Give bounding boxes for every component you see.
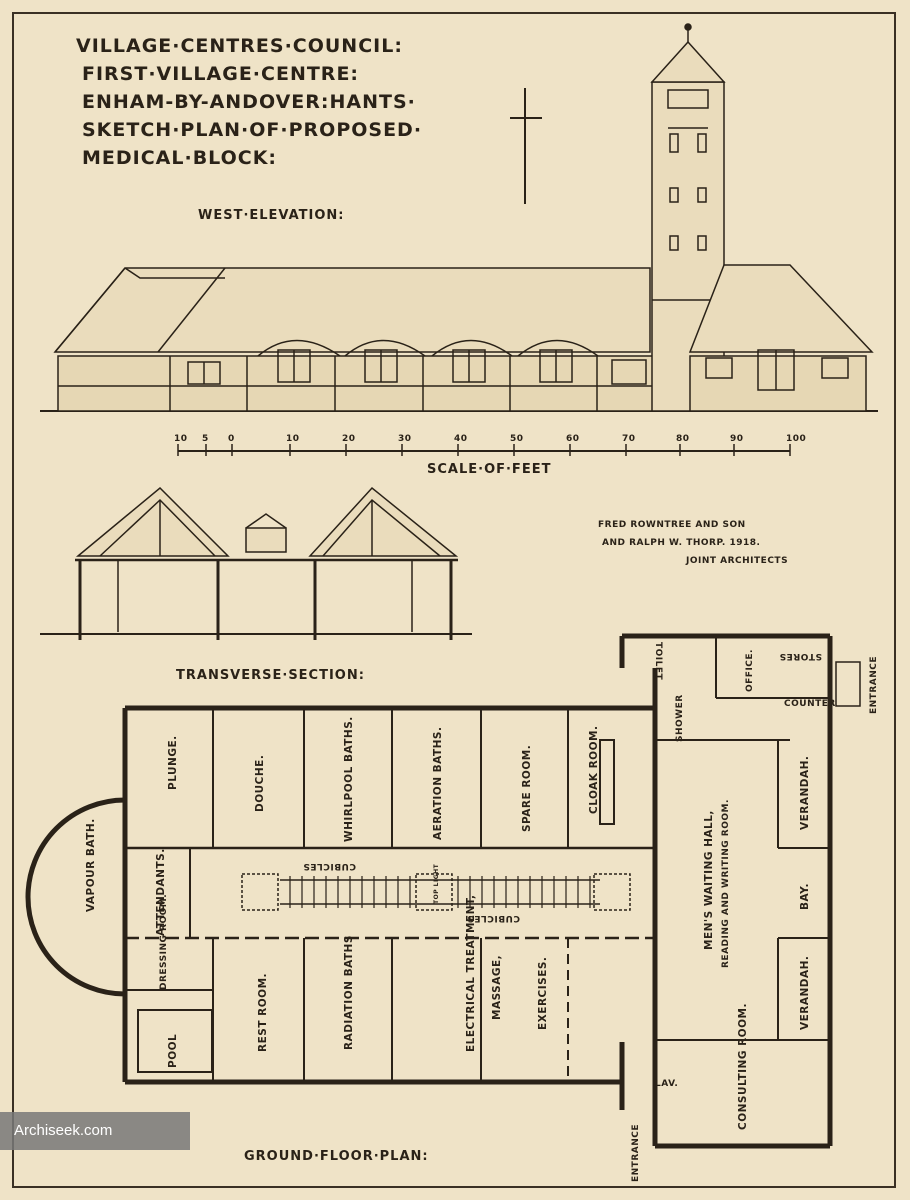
sheet-border: [12, 12, 896, 1188]
room-mens-waiting-hall: MEN'S WAITING HALL,: [703, 810, 715, 950]
room-douche: DOUCHE.: [254, 755, 266, 812]
architects-line-3: JOINT ARCHITECTS: [685, 556, 788, 566]
cubicles-top-label: CUBICLES: [303, 861, 356, 871]
room-stores: STORES: [779, 651, 822, 661]
ground-floor-plan: [25, 633, 861, 1149]
cubicles-bottom-label: CUBICLES: [467, 913, 520, 923]
room-vapour-bath: VAPOUR BATH.: [85, 818, 97, 912]
scale-tick-label: 5: [202, 434, 209, 444]
scale-tick-label: 10: [286, 434, 300, 444]
room-massage: MASSAGE,: [491, 955, 503, 1020]
entrance-east-label: ENTRANCE: [869, 656, 879, 714]
title-line-1: VILLAGE·CENTRES·COUNCIL:: [76, 35, 403, 57]
architects-line-2: AND RALPH W. THORP. 1918.: [602, 538, 760, 548]
room-labels: PLUNGE. DOUCHE. WHIRLPOOL BATHS. AERATIO…: [85, 642, 879, 1182]
room-exercises: EXERCISES.: [537, 957, 549, 1030]
architects-line-1: FRED ROWNTREE AND SON: [598, 520, 746, 530]
scale-tick-label: 100: [786, 434, 806, 444]
room-aeration: AERATION BATHS.: [432, 727, 444, 840]
west-elevation-label: WEST·ELEVATION:: [198, 208, 345, 223]
room-dressing: DRESSING ROOM.: [159, 894, 169, 990]
title-line-2: FIRST·VILLAGE·CENTRE:: [82, 63, 359, 85]
room-shower: SHOWER: [675, 694, 685, 742]
scale-caption: SCALE·OF·FEET: [427, 462, 551, 477]
scale-tick-label: 80: [676, 434, 690, 444]
title-line-3: ENHAM-BY-ANDOVER:HANTS·: [82, 91, 416, 113]
entrance-south-label: ENTRANCE: [631, 1124, 641, 1182]
scale-tick-label: 30: [398, 434, 412, 444]
scale-tick-label: 70: [622, 434, 636, 444]
transverse-section-label: TRANSVERSE·SECTION:: [176, 668, 365, 683]
room-radiation: RADIATION BATHS: [343, 935, 355, 1050]
scale-tick-label: 50: [510, 434, 524, 444]
room-cloak: CLOAK ROOM.: [588, 726, 600, 814]
title-line-4: SKETCH·PLAN·OF·PROPOSED·: [82, 119, 422, 141]
room-consulting: CONSULTING ROOM.: [737, 1003, 749, 1130]
architects-credit: FRED ROWNTREE AND SON AND RALPH W. THORP…: [598, 520, 788, 566]
room-toilet: TOILET: [653, 642, 663, 681]
top-light-label: TOP LIGHT: [433, 863, 440, 904]
watermark: Archiseek.com: [0, 1112, 190, 1150]
title-block: VILLAGE·CENTRES·COUNCIL: FIRST·VILLAGE·C…: [76, 35, 422, 169]
scale-tick-label: 90: [730, 434, 744, 444]
scale-tick-label: 20: [342, 434, 356, 444]
room-electrical: ELECTRICAL TREATMENT,: [465, 894, 477, 1052]
ground-floor-plan-label: GROUND·FLOOR·PLAN:: [244, 1149, 429, 1164]
room-plunge: PLUNGE.: [167, 735, 179, 790]
north-arrow-icon: [510, 88, 542, 204]
room-whirlpool: WHIRLPOOL BATHS.: [343, 716, 355, 842]
room-office: OFFICE.: [745, 649, 755, 692]
transverse-section: [40, 486, 472, 640]
room-counter: COUNTER: [784, 699, 836, 709]
west-elevation: [40, 23, 878, 412]
room-rest: REST ROOM.: [257, 973, 269, 1052]
room-pool: POOL: [167, 1034, 179, 1068]
scale-tick-label: 0: [228, 434, 235, 444]
room-verandah-south: VERANDAH.: [799, 956, 811, 1030]
scale-tick-label: 10: [174, 434, 188, 444]
title-line-5: MEDICAL·BLOCK:: [82, 147, 277, 169]
scale-tick-label: 40: [454, 434, 468, 444]
room-lav: LAV.: [655, 1079, 678, 1089]
room-spare: SPARE ROOM.: [521, 745, 533, 832]
room-bay: BAY.: [799, 883, 811, 910]
room-attendants: ATTENDANTS.: [155, 848, 167, 936]
room-reading-writing: READING AND WRITING ROOM.: [721, 799, 731, 968]
room-verandah-north: VERANDAH.: [799, 756, 811, 830]
scale-tick-label: 60: [566, 434, 580, 444]
